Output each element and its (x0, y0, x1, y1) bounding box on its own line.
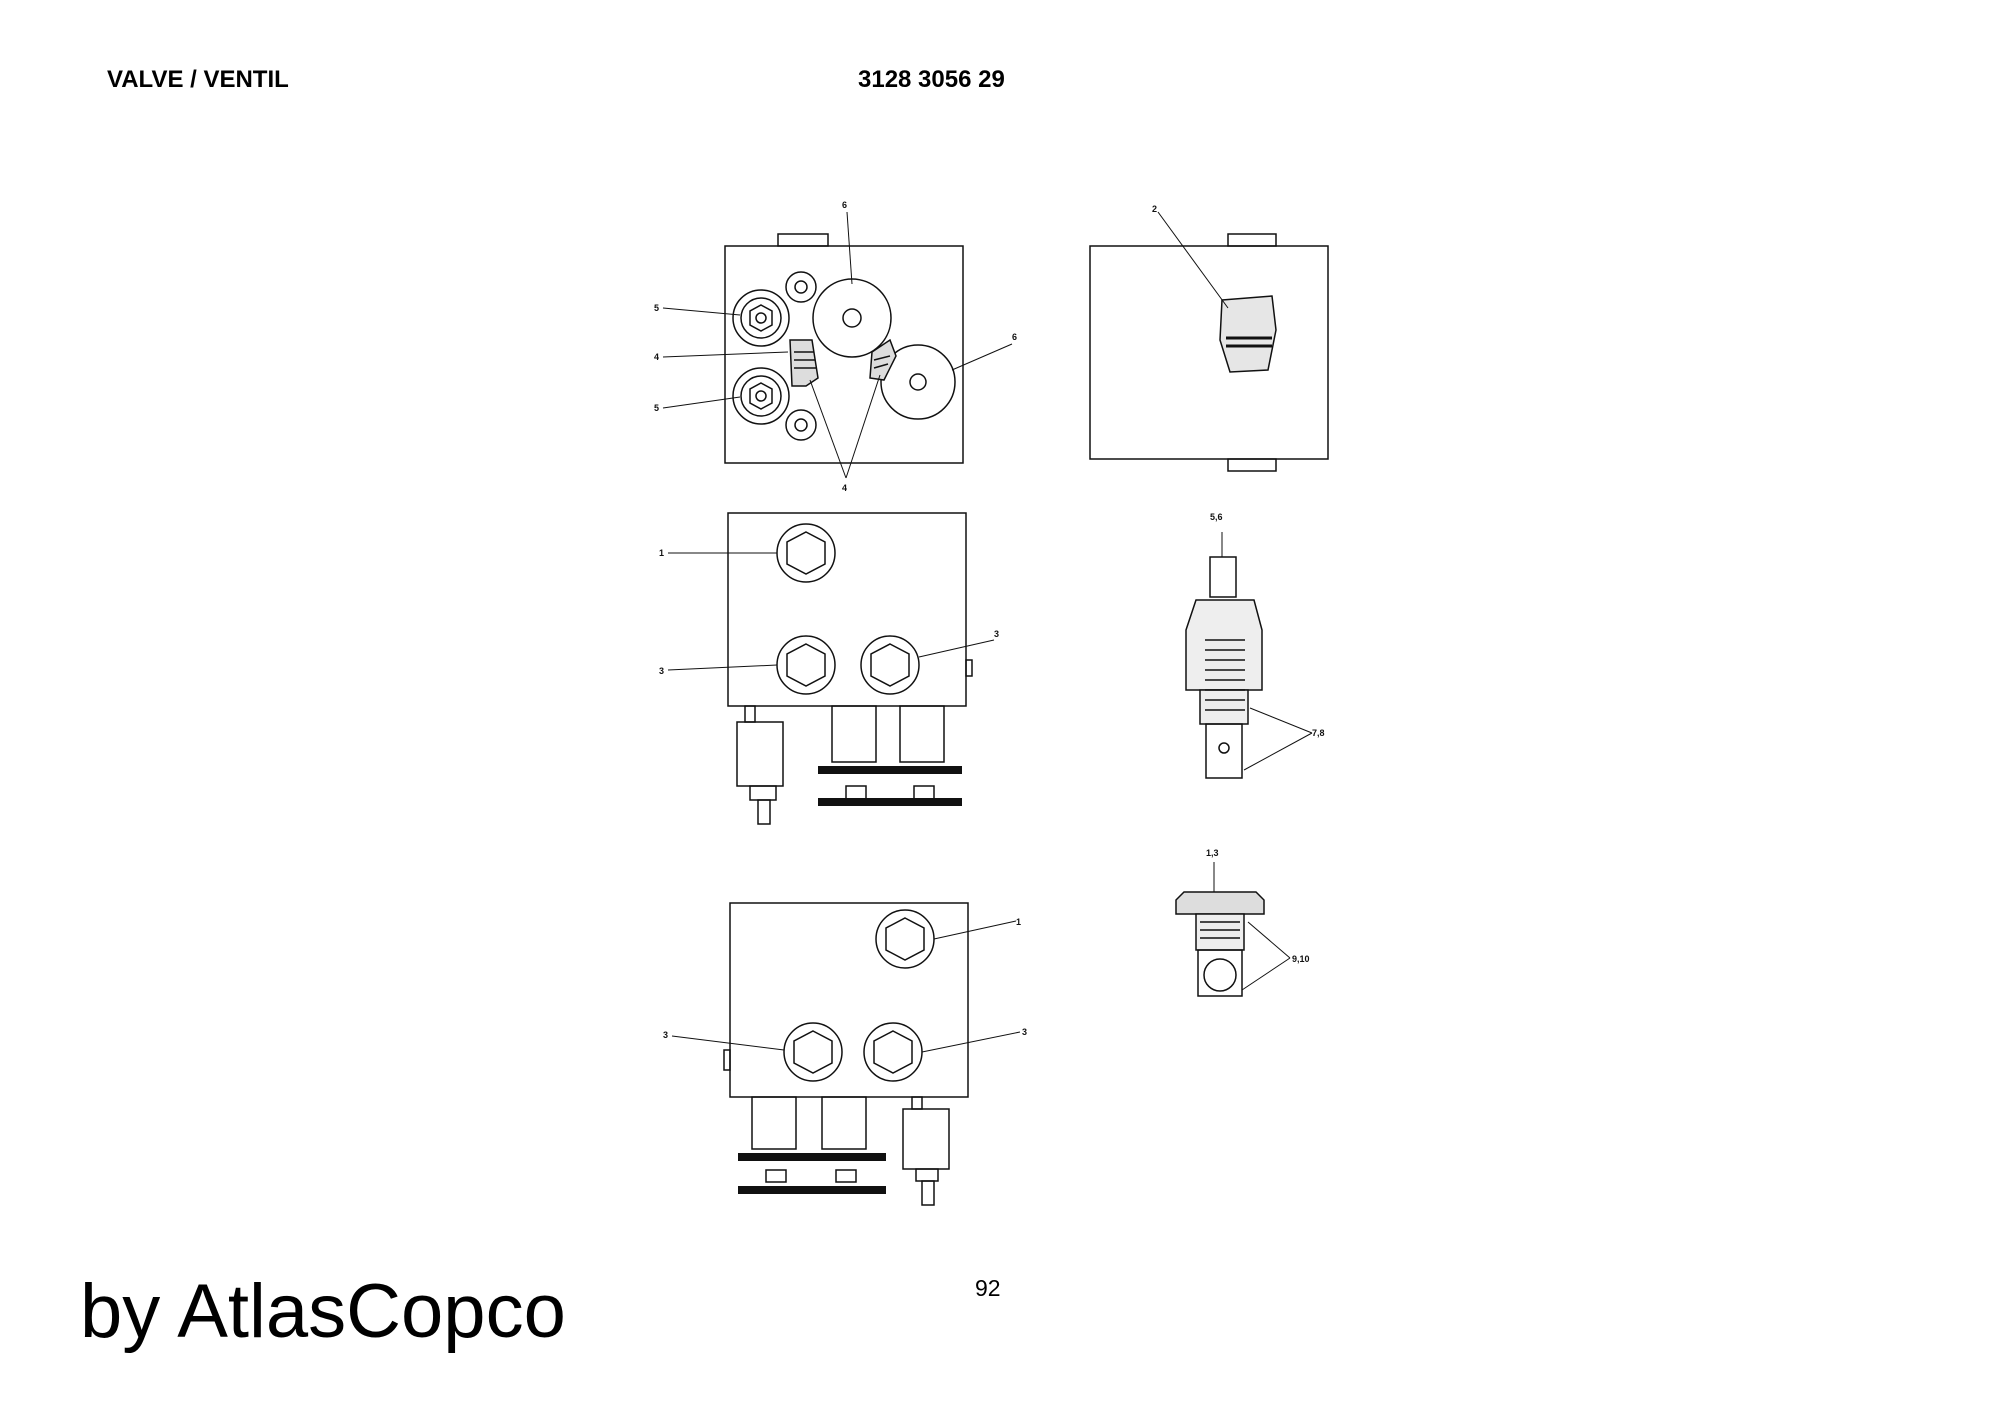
footer-brand: by AtlasCopco (80, 1269, 566, 1354)
callout-6: 6 (1012, 332, 1017, 342)
callout-6: 6 (842, 200, 847, 210)
callout-1: 1 (1016, 917, 1021, 927)
part-number: 3128 3056 29 (858, 66, 1005, 93)
valve-block-top-view (724, 233, 964, 464)
callout-1: 1 (659, 548, 664, 558)
callout-2: 2 (1152, 204, 1157, 214)
callout-9-10: 9,10 (1292, 954, 1310, 964)
cartridge-section (1185, 556, 1263, 779)
valve-block-front-view (727, 512, 973, 825)
callout-4: 4 (654, 352, 659, 362)
callout-3: 3 (1022, 1027, 1027, 1037)
callout-3: 3 (659, 666, 664, 676)
callout-5: 5 (654, 403, 659, 413)
plug-section (1175, 891, 1265, 997)
valve-block-rear-view (723, 902, 969, 1206)
callout-3: 3 (663, 1030, 668, 1040)
document-title: VALVE / VENTIL (107, 66, 289, 93)
callout-4: 4 (842, 483, 847, 493)
valve-block-side-view (1089, 233, 1329, 472)
page-number: 92 (975, 1275, 1001, 1301)
callout-1-3: 1,3 (1206, 848, 1219, 858)
callout-5: 5 (654, 303, 659, 313)
callout-5-6: 5,6 (1210, 512, 1223, 522)
callout-7-8: 7,8 (1312, 728, 1325, 738)
callout-3: 3 (994, 629, 999, 639)
